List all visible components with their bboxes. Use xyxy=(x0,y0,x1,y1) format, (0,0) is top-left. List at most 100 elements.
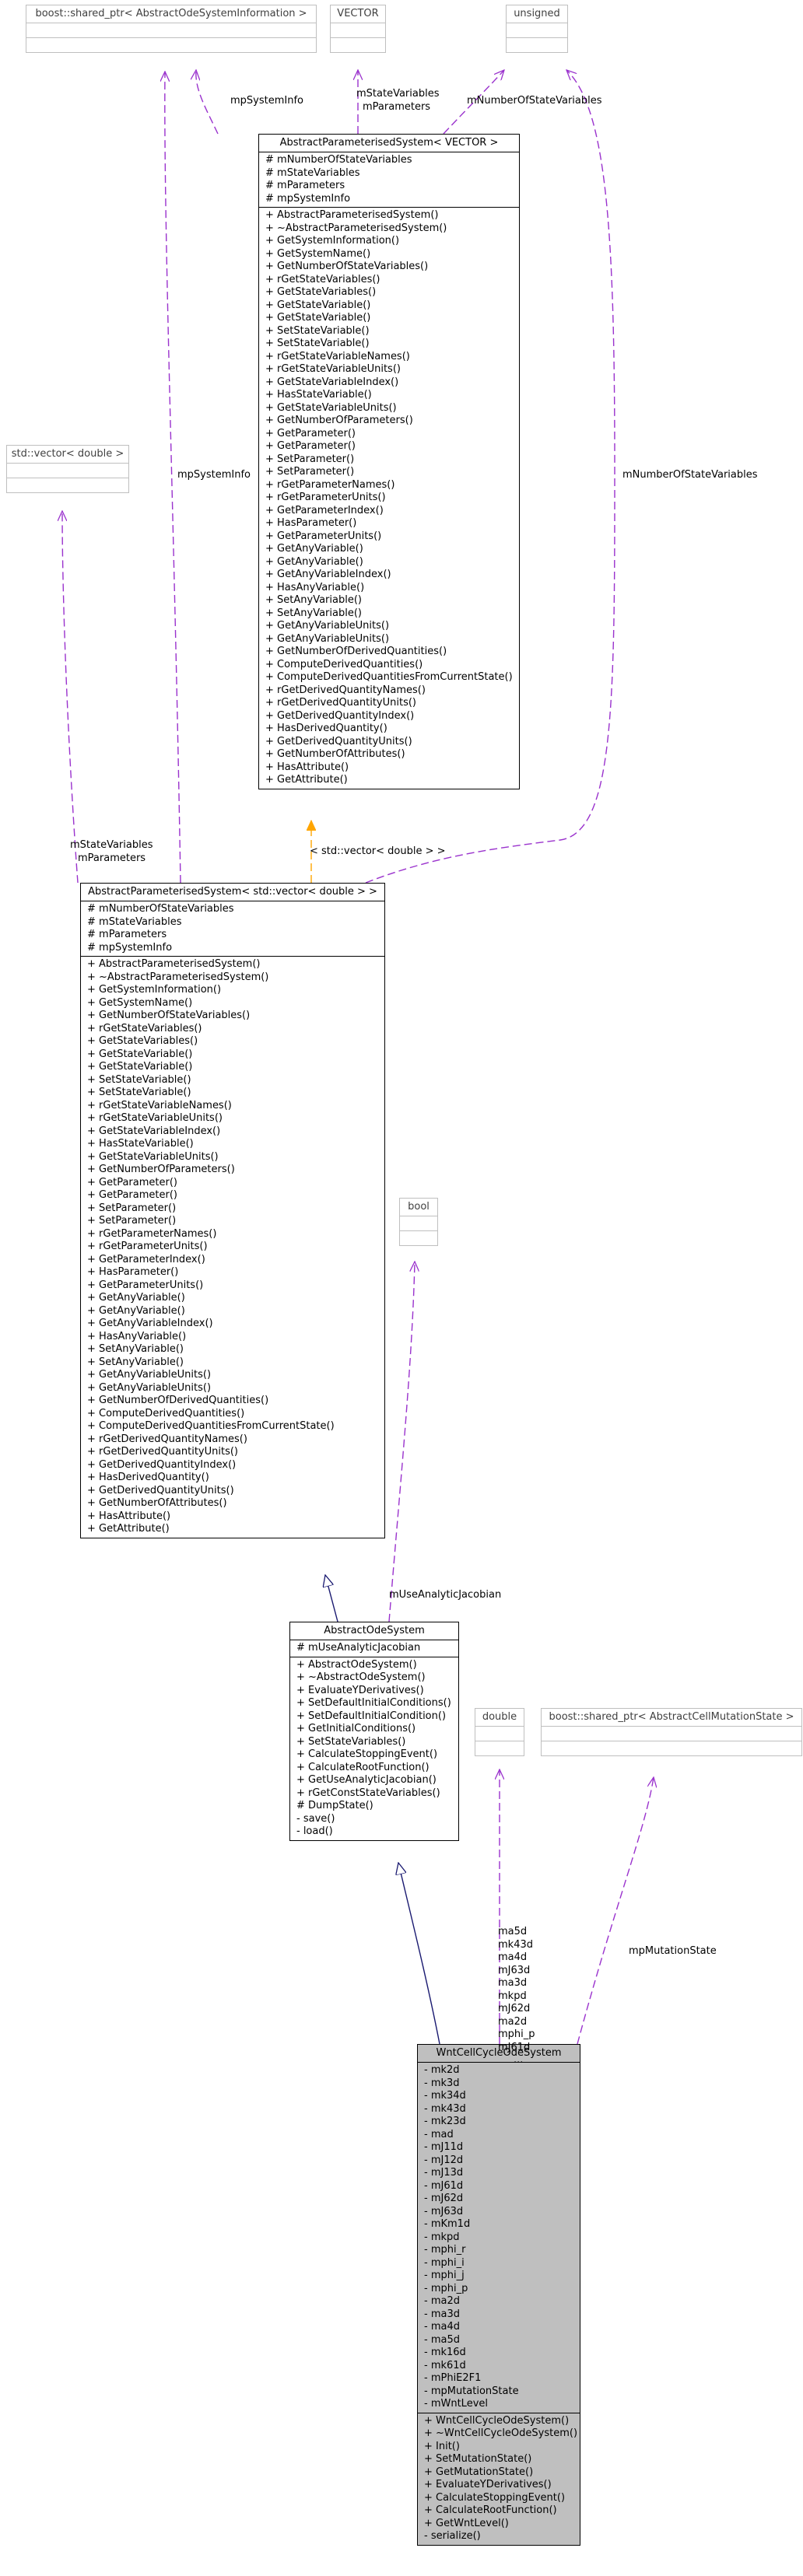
method: + SetAnyVariable() xyxy=(87,1356,184,1368)
method: + SetMutationState() xyxy=(424,2453,532,2465)
method: + HasAttribute() xyxy=(265,761,349,773)
method: + GetNumberOfParameters() xyxy=(87,1164,235,1175)
method: + ~AbstractParameterisedSystem() xyxy=(87,971,269,983)
attribute: # mNumberOfStateVariables xyxy=(265,154,412,166)
method: + SetParameter() xyxy=(265,466,355,478)
class-box-unsigned[interactable]: unsigned xyxy=(506,5,568,53)
edge-label-double-vars: ma5d mk43d ma4d mJ63d ma3d mkpd mJ62d ma… xyxy=(498,1926,535,2066)
method: + AbstractParameterisedSystem() xyxy=(265,209,439,221)
attributes-section xyxy=(542,1726,801,1741)
method: + CalculateStoppingEvent() xyxy=(424,2491,566,2504)
method: + SetStateVariables() xyxy=(296,1735,406,1748)
edge-mpsysteminfo-mid xyxy=(165,72,181,884)
method: + ~AbstractOdeSystem() xyxy=(296,1671,426,1683)
attribute: - ma3d xyxy=(424,2308,460,2320)
attributes-section xyxy=(475,1726,524,1741)
method: + rGetDerivedQuantityUnits() xyxy=(265,697,417,709)
method: + GetInitialConditions() xyxy=(296,1723,416,1734)
method: + WntCellCycleOdeSystem() xyxy=(424,2414,570,2427)
attribute: # mpSystemInfo xyxy=(265,192,351,205)
methods-section xyxy=(7,478,128,492)
class-box-shared-ptr-mutation-state[interactable]: boost::shared_ptr< AbstractCellMutationS… xyxy=(541,1708,802,1756)
class-box-std-vector-double[interactable]: std::vector< double > xyxy=(6,445,129,493)
edge-label-template-arg: < std::vector< double > > xyxy=(310,845,446,857)
attribute: - ma4d xyxy=(424,2321,460,2333)
method: + GetAnyVariableIndex() xyxy=(265,569,391,580)
class-title: AbstractOdeSystem xyxy=(324,1625,425,1636)
attribute: # mParameters xyxy=(87,929,167,940)
edge-label-mpmutationstate: mpMutationState xyxy=(629,1945,717,1957)
method: + GetParameter() xyxy=(87,1176,177,1188)
attribute: # mParameters xyxy=(265,180,345,191)
edge-statevars-stdvector xyxy=(62,511,79,884)
method: + rGetStateVariableUnits() xyxy=(87,1112,223,1124)
class-title: unsigned xyxy=(514,8,560,19)
methods-section: + AbstractParameterisedSystem() + ~Abstr… xyxy=(259,207,519,789)
method: + GetStateVariableUnits() xyxy=(87,1150,219,1163)
class-box-abstract-ode-system[interactable]: AbstractOdeSystem # mUseAnalyticJacobian… xyxy=(289,1622,459,1841)
attribute: - mad xyxy=(424,2128,454,2140)
method: + HasParameter() xyxy=(265,517,357,529)
method: + GetAnyVariableIndex() xyxy=(87,1318,213,1329)
edge-numstate-unsigned-right xyxy=(365,70,615,884)
method: + GetSystemInformation() xyxy=(265,235,400,247)
attributes-section: # mNumberOfStateVariables # mStateVariab… xyxy=(81,901,384,956)
method: + GetStateVariable() xyxy=(265,299,371,311)
class-box-bool[interactable]: bool xyxy=(399,1198,438,1246)
method: + HasDerivedQuantity() xyxy=(87,1472,209,1483)
edge-label-mnumberofstatevariables-right: mNumberOfStateVariables xyxy=(622,469,758,481)
method: + GetNumberOfStateVariables() xyxy=(87,1010,251,1021)
method: + HasAnyVariable() xyxy=(265,581,365,593)
attributes-section xyxy=(507,23,567,37)
attribute: - mpMutationState xyxy=(424,2385,519,2397)
class-box-aps-std-vector[interactable]: AbstractParameterisedSystem< std::vector… xyxy=(80,883,385,1538)
class-title: AbstractParameterisedSystem< VECTOR > xyxy=(279,137,499,149)
attribute: - mJ13d xyxy=(424,2167,464,2179)
class-box-wnt-cell-cycle-ode-system[interactable]: WntCellCycleOdeSystem - mk2d - mk3d - mk… xyxy=(417,2044,580,2546)
method: + HasAnyVariable() xyxy=(87,1330,187,1342)
method: + SetParameter() xyxy=(87,1202,177,1214)
method: + GetWntLevel() xyxy=(424,2517,509,2529)
method: + GetSystemInformation() xyxy=(87,984,222,996)
class-title: boost::shared_ptr< AbstractCellMutationS… xyxy=(549,1711,794,1723)
attribute: - mk34d xyxy=(424,2090,466,2102)
edge-label-mpsysteminfo-top: mpSystemInfo xyxy=(230,95,303,107)
method: + GetStateVariable() xyxy=(265,312,371,324)
method: + CalculateStoppingEvent() xyxy=(296,1748,438,1760)
method: + ComputeDerivedQuantitiesFromCurrentSta… xyxy=(265,671,513,683)
method: + rGetStateVariableUnits() xyxy=(265,363,401,375)
method: + GetDerivedQuantityUnits() xyxy=(87,1484,234,1496)
method: + GetMutationState() xyxy=(424,2466,534,2478)
class-box-double[interactable]: double xyxy=(475,1708,524,1756)
method: + SetStateVariable() xyxy=(87,1087,191,1098)
method: + GetStateVariable() xyxy=(87,1061,193,1073)
class-title: std::vector< double > xyxy=(11,448,124,460)
attribute: - mKm1d xyxy=(424,2218,471,2230)
method: + GetAttribute() xyxy=(265,774,348,786)
edge-label-mpsysteminfo-mid: mpSystemInfo xyxy=(177,469,251,481)
class-box-vector[interactable]: VECTOR xyxy=(330,5,386,53)
method: + GetSystemName() xyxy=(87,996,193,1009)
method: + GetNumberOfDerivedQuantities() xyxy=(87,1395,269,1406)
edge-label-mnumberofstatevariables-top: mNumberOfStateVariables xyxy=(467,95,602,107)
method: + rGetConstStateVariables() xyxy=(296,1787,440,1799)
methods-section: + WntCellCycleOdeSystem() + ~WntCellCycl… xyxy=(418,2412,580,2545)
edge-label-mparameters-top: mParameters xyxy=(363,101,431,113)
method: + HasDerivedQuantity() xyxy=(265,723,387,734)
method: + GetAnyVariable() xyxy=(265,555,363,568)
method: + GetDerivedQuantityIndex() xyxy=(265,709,415,722)
attribute: # mStateVariables xyxy=(265,166,360,179)
attribute: - mJ61d xyxy=(424,2179,464,2192)
class-box-shared-ptr-system-info[interactable]: boost::shared_ptr< AbstractOdeSystemInfo… xyxy=(26,5,317,53)
method: + GetAnyVariable() xyxy=(265,543,363,555)
method: + SetStateVariable() xyxy=(87,1073,191,1086)
methods-section xyxy=(542,1741,801,1755)
edge-useanalytic-bool xyxy=(388,1262,415,1622)
method: + GetDerivedQuantityIndex() xyxy=(87,1458,237,1471)
method: + GetAnyVariable() xyxy=(87,1292,185,1304)
class-box-aps-vector[interactable]: AbstractParameterisedSystem< VECTOR > # … xyxy=(258,134,520,789)
class-title: AbstractParameterisedSystem< std::vector… xyxy=(88,886,377,898)
method: + SetDefaultInitialConditions() xyxy=(296,1697,451,1709)
attribute: - mk16d xyxy=(424,2347,466,2358)
